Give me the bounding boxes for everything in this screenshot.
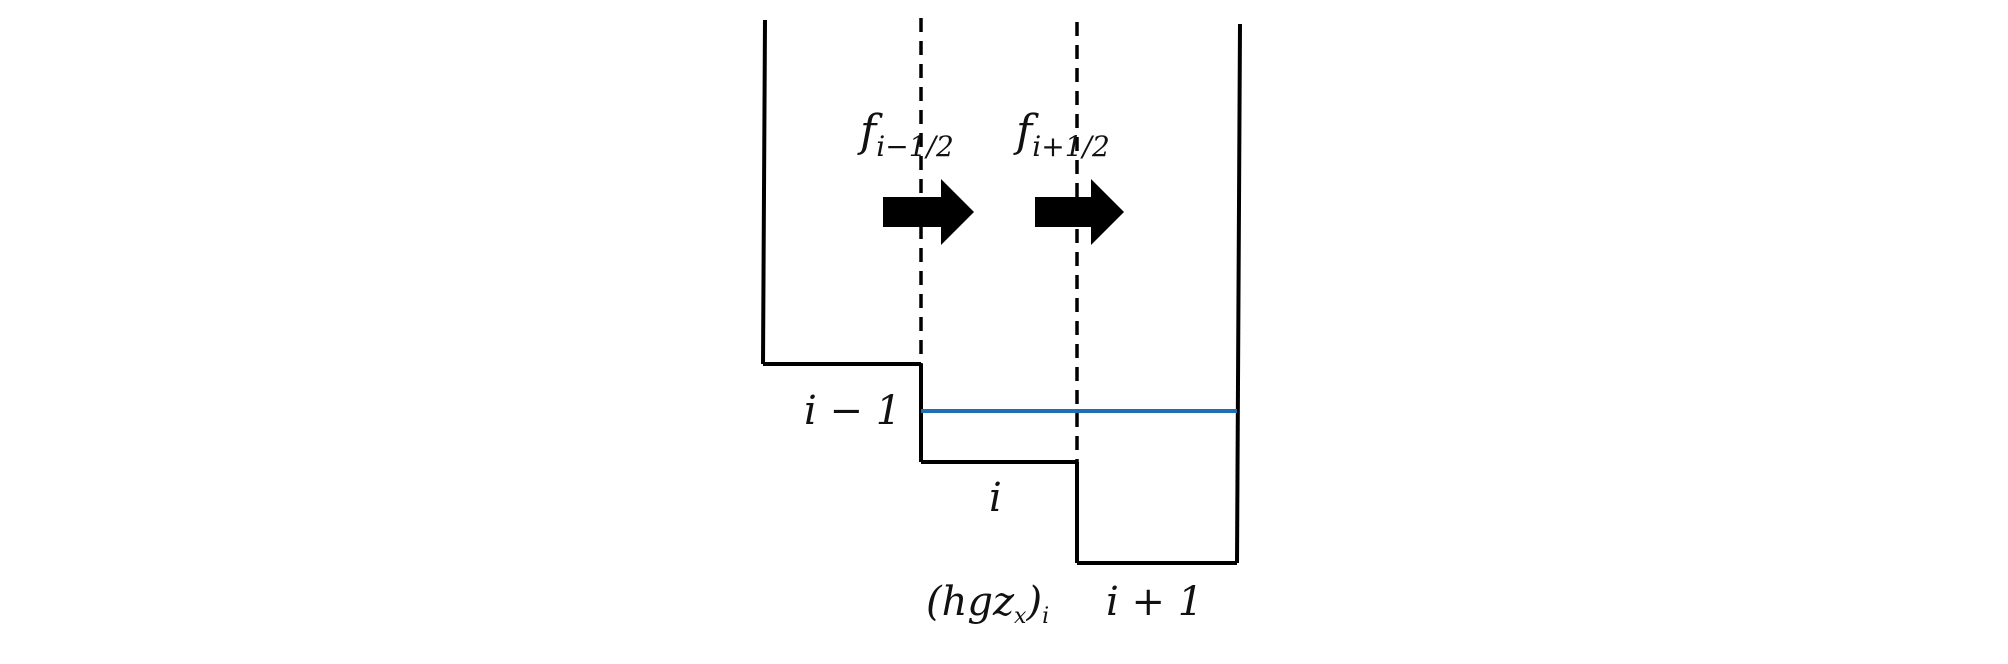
- source-term-main: (hgz: [926, 579, 1015, 625]
- source-term-sub-i: i: [1042, 604, 1050, 629]
- source-term-sub-x: x: [1014, 604, 1027, 629]
- flux-left-subscript: i−1/2: [876, 130, 954, 163]
- flux-left-symbol: f: [860, 106, 877, 157]
- right-wall: [1235, 23, 1242, 564]
- flux-right-subscript: i+1/2: [1032, 130, 1110, 163]
- flux-right-symbol: f: [1016, 106, 1033, 157]
- flux-label-right: fi+1/2: [1016, 110, 1110, 161]
- right-arrow-icon: [883, 179, 974, 245]
- left-wall: [761, 19, 767, 365]
- right-arrow-icon: [1035, 179, 1124, 245]
- source-term-label: (hgzx)i: [926, 582, 1049, 628]
- source-term-close: ): [1026, 579, 1043, 625]
- cell-label-right: i + 1: [1106, 579, 1204, 625]
- cell-label-left: i − 1: [804, 388, 902, 434]
- cell-label-mid: i: [989, 475, 1002, 521]
- flux-label-left: fi−1/2: [860, 110, 954, 161]
